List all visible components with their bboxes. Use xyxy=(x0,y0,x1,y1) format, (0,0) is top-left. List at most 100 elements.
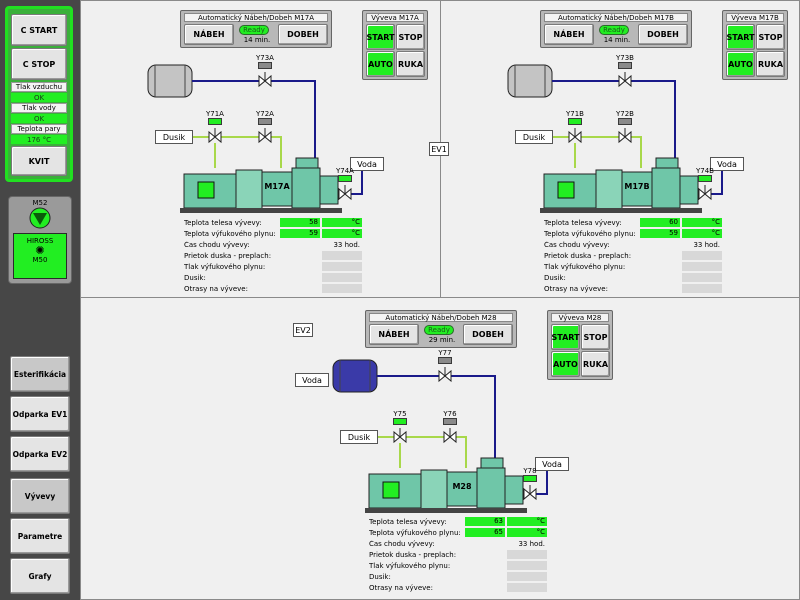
valve-label: Y72B xyxy=(616,110,634,118)
stop-button[interactable]: STOP xyxy=(396,24,425,50)
auto-button[interactable]: AUTO xyxy=(551,351,580,377)
c-start-button[interactable]: C START xyxy=(11,14,67,46)
ruka-button[interactable]: RUKA xyxy=(581,351,610,377)
valve-label: Y76 xyxy=(443,410,457,418)
nav-odparka-ev2[interactable]: Odparka EV2 xyxy=(10,436,70,472)
data-row: Teplota výfukového plynu:59 °C xyxy=(544,228,744,239)
data-empty-value xyxy=(682,273,722,282)
tlak-vody-value: OK xyxy=(11,114,67,123)
valve-icon[interactable] xyxy=(443,428,457,444)
valve-icon[interactable] xyxy=(258,128,272,144)
hiross-unit: HIROSS ✺ M50 xyxy=(13,233,67,279)
valve-icon[interactable] xyxy=(698,185,712,201)
valve-state-indicator xyxy=(568,118,582,125)
data-empty-value xyxy=(507,561,547,570)
data-row: Dusik: xyxy=(369,571,569,582)
data-key: Tlak výfukového plynu: xyxy=(544,262,626,271)
data-key: Otrasy na výveve: xyxy=(544,284,608,293)
ev1-label: EV1 xyxy=(429,142,449,156)
nav-odparka-ev1[interactable]: Odparka EV1 xyxy=(10,396,70,432)
data-value: 65 xyxy=(465,528,505,537)
data-unit: °C xyxy=(322,218,362,227)
vyveva-title: Výveva M17A xyxy=(366,13,424,22)
data-row: Tlak výfukového plynu: xyxy=(184,261,384,272)
nabeh-button[interactable]: NÁBEH xyxy=(544,24,594,45)
dobeh-button[interactable]: DOBEH xyxy=(638,24,688,45)
dusik-label: Dusik xyxy=(515,130,553,144)
valve-icon[interactable] xyxy=(438,367,452,383)
data-key: Prietok duska - preplach: xyxy=(184,251,272,260)
data-value: 33 hod. xyxy=(333,240,360,249)
remaining-time: 29 min. xyxy=(428,336,456,344)
data-value: 59 xyxy=(640,229,680,238)
valve-icon[interactable] xyxy=(618,128,632,144)
valve-state-indicator xyxy=(618,62,632,69)
valve-label: Y74B xyxy=(696,167,714,175)
valve-icon[interactable] xyxy=(523,485,537,501)
auto-button[interactable]: AUTO xyxy=(726,51,755,77)
nav-esterifikacia[interactable]: Esterifikácia xyxy=(10,356,70,392)
nav-parametre[interactable]: Parametre xyxy=(10,518,70,554)
data-row: Otrasy na výveve: xyxy=(369,582,569,593)
auto-control-box: Automatický Nábeh/Dobeh M17B NÁBEH Ready… xyxy=(540,10,692,48)
data-key: Čas chodu vývevy: xyxy=(184,240,250,249)
fan-icon: ✺ xyxy=(35,244,45,257)
pump-icon[interactable] xyxy=(365,457,527,513)
ready-indicator: Ready xyxy=(239,25,269,35)
ruka-button[interactable]: RUKA xyxy=(396,51,425,77)
nabeh-button[interactable]: NÁBEH xyxy=(369,324,419,345)
stop-button[interactable]: STOP xyxy=(756,24,785,50)
hiross-panel[interactable]: M52 HIROSS ✺ M50 xyxy=(8,196,72,284)
valve-label: Y73B xyxy=(616,54,634,62)
pump-data-table: Teplota telesa vývevy:60 °C Teplota výfu… xyxy=(544,217,744,294)
valve-state-indicator xyxy=(338,175,352,182)
tank-icon xyxy=(332,359,378,393)
valve-icon[interactable] xyxy=(393,428,407,444)
nabeh-button[interactable]: NÁBEH xyxy=(184,24,234,45)
valve-state-indicator xyxy=(523,475,537,482)
valve-icon[interactable] xyxy=(258,72,272,88)
unit-m28: Automatický Nábeh/Dobeh M28 NÁBEH Ready … xyxy=(265,300,665,600)
data-value: 59 xyxy=(280,229,320,238)
data-key: Čas chodu vývevy: xyxy=(369,539,435,548)
nav-vyvevy[interactable]: Vývevy xyxy=(10,478,70,514)
data-key: Čas chodu vývevy: xyxy=(544,240,610,249)
valve-icon[interactable] xyxy=(568,128,582,144)
dobeh-button[interactable]: DOBEH xyxy=(463,324,513,345)
start-button[interactable]: START xyxy=(551,324,580,350)
data-row: Teplota výfukového plynu:65 °C xyxy=(369,527,569,538)
data-value: 60 xyxy=(640,218,680,227)
vyveva-title: Výveva M28 xyxy=(551,313,609,322)
valve-state-indicator xyxy=(698,175,712,182)
valve-icon[interactable] xyxy=(618,72,632,88)
c-stop-button[interactable]: C STOP xyxy=(11,48,67,80)
kvit-button[interactable]: KVIT xyxy=(11,146,67,176)
valve-label: Y77 xyxy=(438,349,452,357)
valve-icon[interactable] xyxy=(208,128,222,144)
auto-title: Automatický Nábeh/Dobeh M17B xyxy=(544,13,688,22)
data-key: Teplota telesa vývevy: xyxy=(184,218,262,227)
start-button[interactable]: START xyxy=(726,24,755,50)
valve-label: Y71A xyxy=(206,110,224,118)
nav-grafy[interactable]: Grafy xyxy=(10,558,70,594)
stop-button[interactable]: STOP xyxy=(581,324,610,350)
data-row: Dusik: xyxy=(184,272,384,283)
data-value: 63 xyxy=(465,517,505,526)
data-empty-value xyxy=(322,284,362,293)
vyveva-control-box: Výveva M28 START STOP AUTO RUKA xyxy=(547,310,613,380)
pump-label: M28 xyxy=(449,480,475,492)
dobeh-button[interactable]: DOBEH xyxy=(278,24,328,45)
pump-icon[interactable] xyxy=(540,157,702,213)
data-unit: °C xyxy=(507,517,547,526)
data-key: Dusik: xyxy=(369,572,391,581)
data-row: Teplota výfukového plynu:59 °C xyxy=(184,228,384,239)
start-button[interactable]: START xyxy=(366,24,395,50)
data-key: Teplota výfukového plynu: xyxy=(184,229,276,238)
valve-icon[interactable] xyxy=(338,185,352,201)
ready-indicator: Ready xyxy=(599,25,629,35)
pump-icon[interactable] xyxy=(180,157,342,213)
ruka-button[interactable]: RUKA xyxy=(756,51,785,77)
data-key: Teplota výfukového plynu: xyxy=(544,229,636,238)
data-empty-value xyxy=(322,251,362,260)
auto-button[interactable]: AUTO xyxy=(366,51,395,77)
